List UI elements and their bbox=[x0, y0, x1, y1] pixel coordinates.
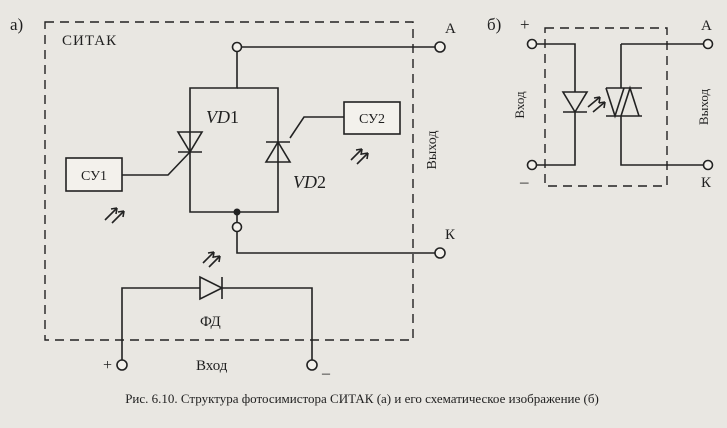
output-label-b: Выход bbox=[696, 89, 711, 126]
node-top bbox=[231, 41, 243, 53]
light-arrows-photodiode-icon bbox=[202, 251, 221, 268]
output-label-a: Выход bbox=[425, 131, 440, 170]
control-unit-1-label: СУ1 bbox=[81, 169, 107, 184]
sitak-dashed-boundary bbox=[44, 21, 414, 341]
terminal-anode-label-a: А bbox=[445, 21, 456, 37]
control-unit-1-box bbox=[65, 157, 123, 192]
panel-label-a: а) bbox=[10, 15, 23, 34]
node-middle bbox=[233, 208, 241, 216]
terminal-anode-b[interactable] bbox=[702, 38, 714, 50]
terminal-cathode-label-a: К bbox=[445, 227, 456, 243]
terminal-anode-label-b: А bbox=[701, 18, 712, 34]
thyristor-vd1 bbox=[176, 131, 204, 154]
plus-sign-b: + bbox=[520, 15, 530, 34]
vd2-label: VD2 bbox=[293, 172, 326, 192]
wire-photodiode-plus bbox=[121, 287, 200, 362]
wire-main-right bbox=[237, 87, 279, 213]
control-unit-2-box bbox=[343, 101, 401, 135]
light-arrows-b-icon bbox=[587, 96, 606, 113]
plus-sign-a: + bbox=[103, 357, 112, 374]
terminal-minus-b[interactable] bbox=[526, 159, 538, 171]
wire-cu2-gate bbox=[289, 116, 344, 139]
thyristor-vd2 bbox=[264, 140, 292, 163]
vd1-label: VD1 bbox=[206, 107, 239, 127]
minus-sign-b: – bbox=[519, 172, 529, 191]
minus-sign-a: – bbox=[321, 365, 331, 382]
wire-main-left bbox=[189, 47, 238, 227]
symbol-dashed-boundary bbox=[544, 27, 668, 187]
wire-photodiode-minus bbox=[222, 287, 313, 362]
light-arrows-cu1-icon bbox=[104, 207, 125, 224]
sitak-title: СИТАК bbox=[62, 33, 117, 49]
wire-led-bottom-b bbox=[536, 112, 576, 166]
terminal-cathode-b[interactable] bbox=[702, 159, 714, 171]
terminal-plus-b[interactable] bbox=[526, 38, 538, 50]
wire-cu1-gate bbox=[122, 151, 191, 176]
photodiode-label: ФД bbox=[200, 314, 221, 330]
terminal-plus-a[interactable] bbox=[116, 359, 128, 371]
wire-led-top-b bbox=[536, 43, 576, 92]
figure-b: б) + – Вход А К bbox=[487, 15, 714, 191]
input-label-b: Вход bbox=[512, 91, 527, 119]
terminal-cathode-label-b: К bbox=[701, 175, 712, 191]
control-unit-2-label: СУ2 bbox=[359, 112, 385, 127]
figure-caption: Рис. 6.10. Структура фотосимистора СИТАК… bbox=[125, 391, 599, 406]
terminal-minus-a[interactable] bbox=[306, 359, 318, 371]
terminal-cathode-a[interactable] bbox=[434, 247, 446, 259]
panel-label-b: б) bbox=[487, 15, 501, 34]
figure-a: а) СИТАК VD1 VD2 СУ1 СУ2 bbox=[10, 15, 456, 382]
terminal-anode-a[interactable] bbox=[434, 41, 446, 53]
led-symbol bbox=[561, 91, 589, 114]
wire-cathode bbox=[236, 227, 440, 254]
photodiode-fd bbox=[199, 275, 224, 301]
input-label-a: Вход bbox=[196, 358, 228, 374]
triac-symbol bbox=[605, 43, 705, 166]
node-lower bbox=[231, 221, 243, 233]
light-arrows-cu2-icon bbox=[350, 148, 369, 165]
